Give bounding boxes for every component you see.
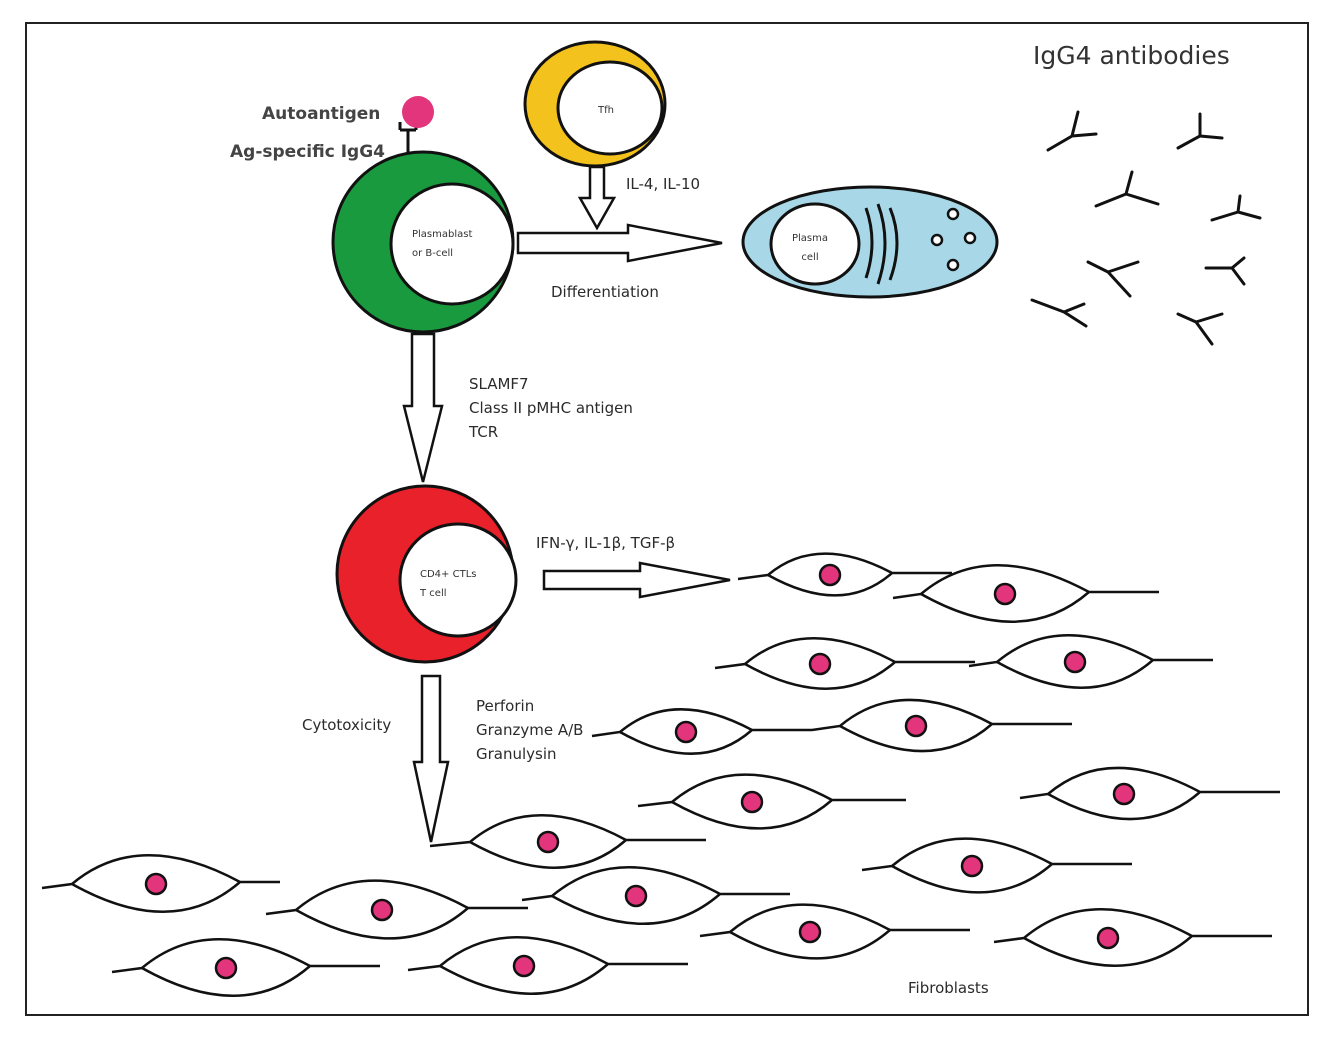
- fibroblast-nucleus: [370, 898, 394, 922]
- fibroblast-cell: [811, 698, 1072, 753]
- tfh-cell: [523, 40, 667, 168]
- slamf7-label: SLAMF7 Class II pMHC antigen TCR: [469, 375, 633, 441]
- fibroblasts-label: Fibroblasts: [908, 979, 989, 997]
- fibroblast-nucleus: [214, 956, 238, 980]
- effectors-label: Perforin Granzyme A/B Granulysin: [476, 697, 584, 763]
- fibroblast-cell: [591, 708, 812, 755]
- fibroblast-cell: [429, 814, 706, 869]
- fibroblast-nucleus: [1096, 926, 1120, 950]
- fibroblast-cell: [1019, 766, 1280, 821]
- ctl-cell: [335, 484, 518, 664]
- fibroblast-nucleus: [536, 830, 560, 854]
- fibroblast-nucleus: [144, 872, 168, 896]
- autoantigen-label: Autoantigen: [262, 104, 381, 124]
- fibroblast-cell: [714, 637, 975, 690]
- plasma-cell: [741, 185, 999, 299]
- fibroblast-nucleus: [512, 954, 536, 978]
- fibroblast-cell: [265, 879, 528, 940]
- differentiation-label: Differentiation: [551, 283, 659, 301]
- fibroblast-cell: [41, 854, 280, 913]
- igg4-antibodies-title: IgG4 antibodies: [1033, 41, 1230, 70]
- figure-frame: [25, 22, 1309, 1016]
- plasmablast-cell: [331, 150, 515, 334]
- plasmablast-label: Plasmablast or B-cell: [412, 229, 473, 259]
- fibroblast-nucleus: [818, 563, 842, 587]
- autoantigen-dot: [402, 96, 434, 128]
- tfh-arrow: [577, 165, 617, 231]
- fibroblast-nucleus: [904, 714, 928, 738]
- ag-specific-igg4-label: Ag-specific IgG4: [230, 142, 385, 162]
- fibroblast-cell: [407, 936, 688, 995]
- fibroblast-cell: [637, 773, 906, 830]
- igg4-antibodies: [1030, 110, 1262, 346]
- fibroblast-nucleus: [798, 920, 822, 944]
- fibroblast-cell: [521, 866, 790, 925]
- cytotoxicity-label: Cytotoxicity: [302, 716, 392, 734]
- fibroblast-nucleus: [993, 582, 1017, 606]
- fibroblast-cell: [993, 908, 1272, 967]
- slamf7-arrow: [402, 332, 444, 483]
- cytotoxicity-arrow: [412, 674, 450, 843]
- fibroblast-cell: [861, 837, 1132, 894]
- plasma-cell-label: Plasma cell: [792, 233, 829, 263]
- tfh-cytokines-label: IL-4, IL-10: [626, 175, 701, 193]
- fibroblast-nucleus: [740, 790, 764, 814]
- ctl-cytokine-arrow: [542, 561, 731, 599]
- ctl-cytokines-label: IFN-γ, IL-1β, TGF-β: [536, 534, 676, 552]
- fibroblast-nucleus: [674, 720, 698, 744]
- fibroblast-cell: [968, 634, 1213, 689]
- fibroblast-nucleus: [624, 884, 648, 908]
- fibroblast-cell: [892, 564, 1159, 623]
- tfh-label: Tfh: [598, 105, 614, 116]
- ctl-label: CD4+ CTLs T cell: [420, 569, 477, 599]
- fibroblast-group: [41, 552, 1280, 997]
- fibroblast-cell: [699, 903, 970, 960]
- differentiation-arrow: [516, 223, 723, 263]
- fibroblast-cell: [111, 938, 380, 997]
- fibroblast-nucleus: [1112, 782, 1136, 806]
- fibroblast-nucleus: [808, 652, 832, 676]
- fibroblast-nucleus: [960, 854, 984, 878]
- fibroblast-cell: [737, 552, 952, 597]
- fibroblast-nucleus: [1063, 650, 1087, 674]
